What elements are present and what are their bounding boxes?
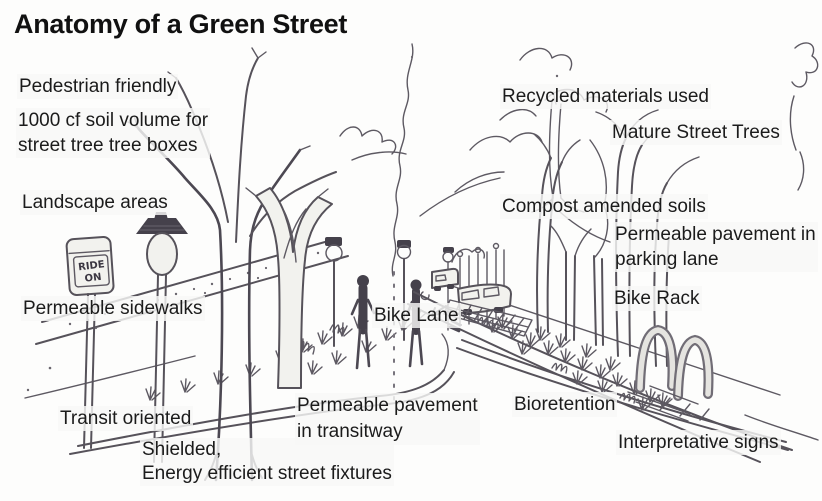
label-mature-street-trees: Mature Street Trees	[610, 120, 782, 145]
label-compost-amended-soils: Compost amended soils	[500, 194, 708, 219]
parked-cars-sketch	[431, 267, 512, 315]
sign-text-line1: RIDE	[78, 259, 106, 273]
label-permeable-parking: Permeable pavement in parking lane	[613, 222, 818, 272]
label-landscape-areas: Landscape areas	[20, 190, 170, 215]
sign-text-line2: ON	[84, 272, 102, 285]
tree-canopy-sketch	[339, 42, 819, 277]
label-shielded-fixtures: Shielded, Energy efficient street fixtur…	[140, 438, 394, 486]
label-bike-rack: Bike Rack	[612, 286, 702, 311]
label-recycled-materials: Recycled materials used	[500, 84, 711, 109]
label-bike-lane: Bike Lane	[372, 303, 461, 328]
bioretention-grass-sketch	[477, 314, 673, 411]
label-permeable-sidewalks: Permeable sidewalks	[21, 296, 205, 321]
label-interpretative-signs: Interpretative signs	[616, 430, 781, 455]
label-bioretention: Bioretention	[512, 392, 618, 417]
label-transit-oriented: Transit oriented	[58, 406, 194, 431]
diagram-title: Anatomy of a Green Street	[14, 9, 348, 39]
transit-sign-sketch: RIDE ON	[65, 236, 115, 296]
bike-rack-sketch	[627, 324, 714, 422]
label-pedestrian-friendly: Pedestrian friendly	[17, 74, 179, 99]
second-tree-sketch	[245, 187, 333, 389]
label-permeable-transitway: Permeable pavement in transitway	[295, 393, 480, 445]
label-soil-volume: 1000 cf soil volume for street tree tree…	[16, 108, 211, 158]
